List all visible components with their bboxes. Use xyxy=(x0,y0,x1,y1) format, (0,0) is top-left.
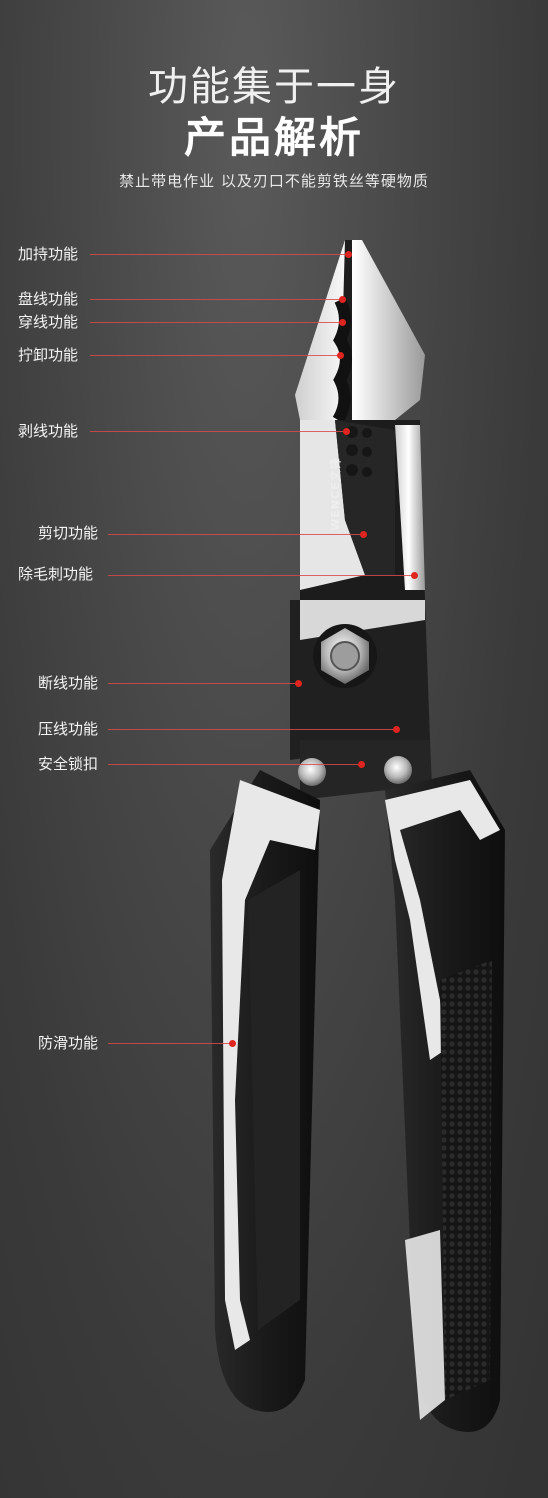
marker-dot-strip xyxy=(343,428,350,435)
brand-logo: WENCE文锋 xyxy=(329,457,342,531)
marker-dot-break xyxy=(295,680,302,687)
leader-line-unscrew xyxy=(90,355,340,356)
feature-label-lock: 安全锁扣 xyxy=(38,755,99,773)
feature-label-unscrew: 拧卸功能 xyxy=(18,346,79,364)
feature-label-crimp: 压线功能 xyxy=(38,720,99,738)
marker-dot-unscrew xyxy=(337,352,344,359)
headline-subtitle: 产品解析 xyxy=(183,113,364,162)
marker-dot-deburr xyxy=(411,572,418,579)
marker-dot-antislip xyxy=(229,1040,236,1047)
feature-label-break: 断线功能 xyxy=(38,674,99,692)
marker-dot-thread xyxy=(339,319,346,326)
feature-label-antislip: 防滑功能 xyxy=(38,1034,99,1052)
leader-line-crimp xyxy=(108,729,396,730)
feature-label-strip: 剥线功能 xyxy=(18,422,79,440)
marker-dot-crimp xyxy=(393,726,400,733)
leader-line-grip xyxy=(90,254,348,255)
leader-line-break xyxy=(108,683,298,684)
marker-dot-cut xyxy=(360,531,367,538)
leader-line-cut xyxy=(108,534,363,535)
leader-line-coil xyxy=(90,299,342,300)
safety-note: 禁止带电作业 以及刃口不能剪铁丝等硬物质 xyxy=(119,172,429,190)
marker-dot-lock xyxy=(358,761,365,768)
leader-line-lock xyxy=(108,764,361,765)
feature-label-thread: 穿线功能 xyxy=(18,313,79,331)
leader-line-deburr xyxy=(108,575,414,576)
marker-dot-grip xyxy=(345,251,352,258)
headline-title: 功能集于一身 xyxy=(148,64,400,110)
feature-label-coil: 盘线功能 xyxy=(18,290,79,308)
leader-line-thread xyxy=(90,322,342,323)
feature-label-deburr: 除毛刺功能 xyxy=(18,565,94,583)
marker-dot-coil xyxy=(339,296,346,303)
leader-line-strip xyxy=(90,431,346,432)
feature-label-grip: 加持功能 xyxy=(18,245,79,263)
feature-label-cut: 剪切功能 xyxy=(38,524,99,542)
leader-line-antislip xyxy=(108,1043,232,1044)
